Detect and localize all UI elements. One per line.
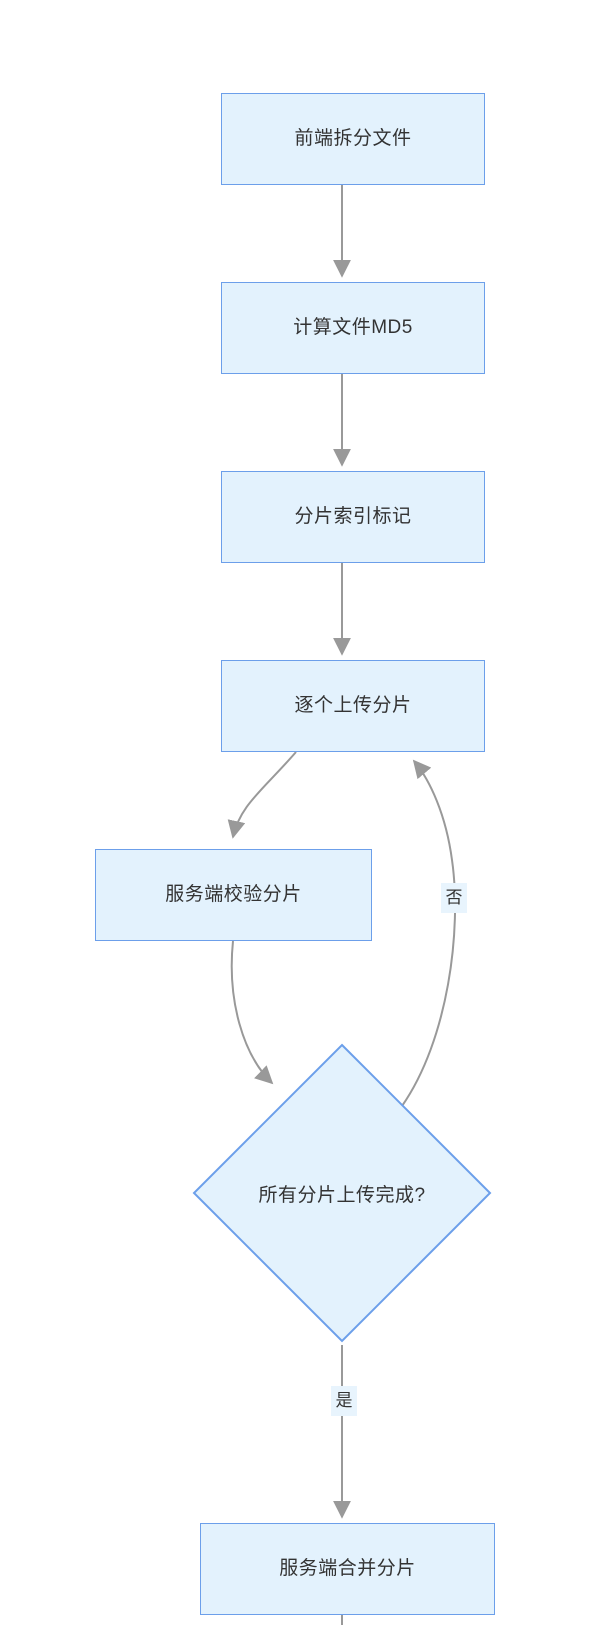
edge-label-no: 否 [441, 883, 467, 913]
node-split-file[interactable]: 前端拆分文件 [221, 93, 485, 185]
node-label: 计算文件MD5 [293, 316, 413, 338]
node-label: 分片索引标记 [294, 505, 412, 527]
node-server-merge-chunks[interactable]: 服务端合并分片 [200, 1523, 495, 1615]
node-label: 服务端合并分片 [279, 1557, 416, 1579]
diamond-shape [192, 1043, 492, 1343]
node-label: 所有分片上传完成? [258, 1184, 426, 1206]
node-label: 前端拆分文件 [294, 127, 412, 149]
node-server-verify-chunk[interactable]: 服务端校验分片 [95, 849, 372, 941]
node-upload-chunks[interactable]: 逐个上传分片 [221, 660, 485, 752]
node-all-chunks-uploaded-decision[interactable]: 所有分片上传完成? [192, 1043, 492, 1343]
node-compute-md5[interactable]: 计算文件MD5 [221, 282, 485, 374]
edge-label-yes: 是 [331, 1386, 357, 1416]
node-chunk-index[interactable]: 分片索引标记 [221, 471, 485, 563]
node-label: 服务端校验分片 [165, 883, 302, 905]
node-label: 逐个上传分片 [294, 694, 412, 716]
edge-n5-n6 [230, 940, 274, 1085]
edge-n4-n5 [227, 751, 297, 839]
